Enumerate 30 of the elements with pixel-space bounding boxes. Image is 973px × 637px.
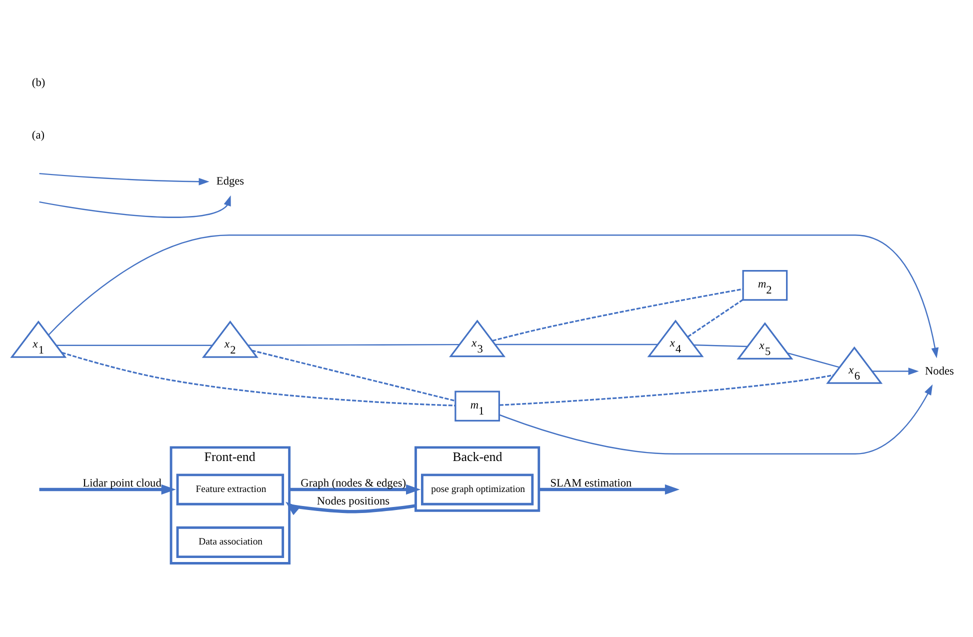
node-text: Nodes bbox=[924, 364, 954, 377]
edge-label: Lidar point cloud bbox=[82, 476, 162, 489]
connector bbox=[56, 344, 212, 346]
edge-label: SLAM estimation bbox=[550, 476, 632, 489]
connector bbox=[492, 288, 743, 342]
connector bbox=[62, 351, 456, 406]
node-box: Data association bbox=[176, 526, 284, 558]
label: (b) bbox=[32, 76, 46, 88]
connector bbox=[248, 343, 460, 346]
connector bbox=[252, 349, 456, 402]
edge-label: Nodes positions bbox=[316, 494, 390, 507]
node-box: Feature extraction bbox=[176, 473, 284, 505]
arrow bbox=[872, 367, 919, 374]
arrow bbox=[499, 384, 933, 454]
arrow bbox=[538, 484, 680, 494]
node-text: Edges bbox=[216, 175, 244, 188]
connector bbox=[495, 343, 658, 345]
arrow bbox=[286, 501, 416, 515]
arrow bbox=[39, 484, 176, 494]
arrow bbox=[39, 194, 231, 218]
connector bbox=[499, 374, 834, 406]
connector bbox=[787, 352, 840, 368]
arrow bbox=[48, 234, 939, 358]
edge-label: Graph (nodes & edges) bbox=[300, 476, 406, 489]
arrow bbox=[289, 484, 421, 494]
arrow bbox=[39, 172, 210, 185]
node-box: pose graph optimization bbox=[421, 473, 534, 505]
connector bbox=[694, 344, 748, 347]
label: (a) bbox=[32, 128, 45, 141]
connector bbox=[687, 298, 744, 337]
